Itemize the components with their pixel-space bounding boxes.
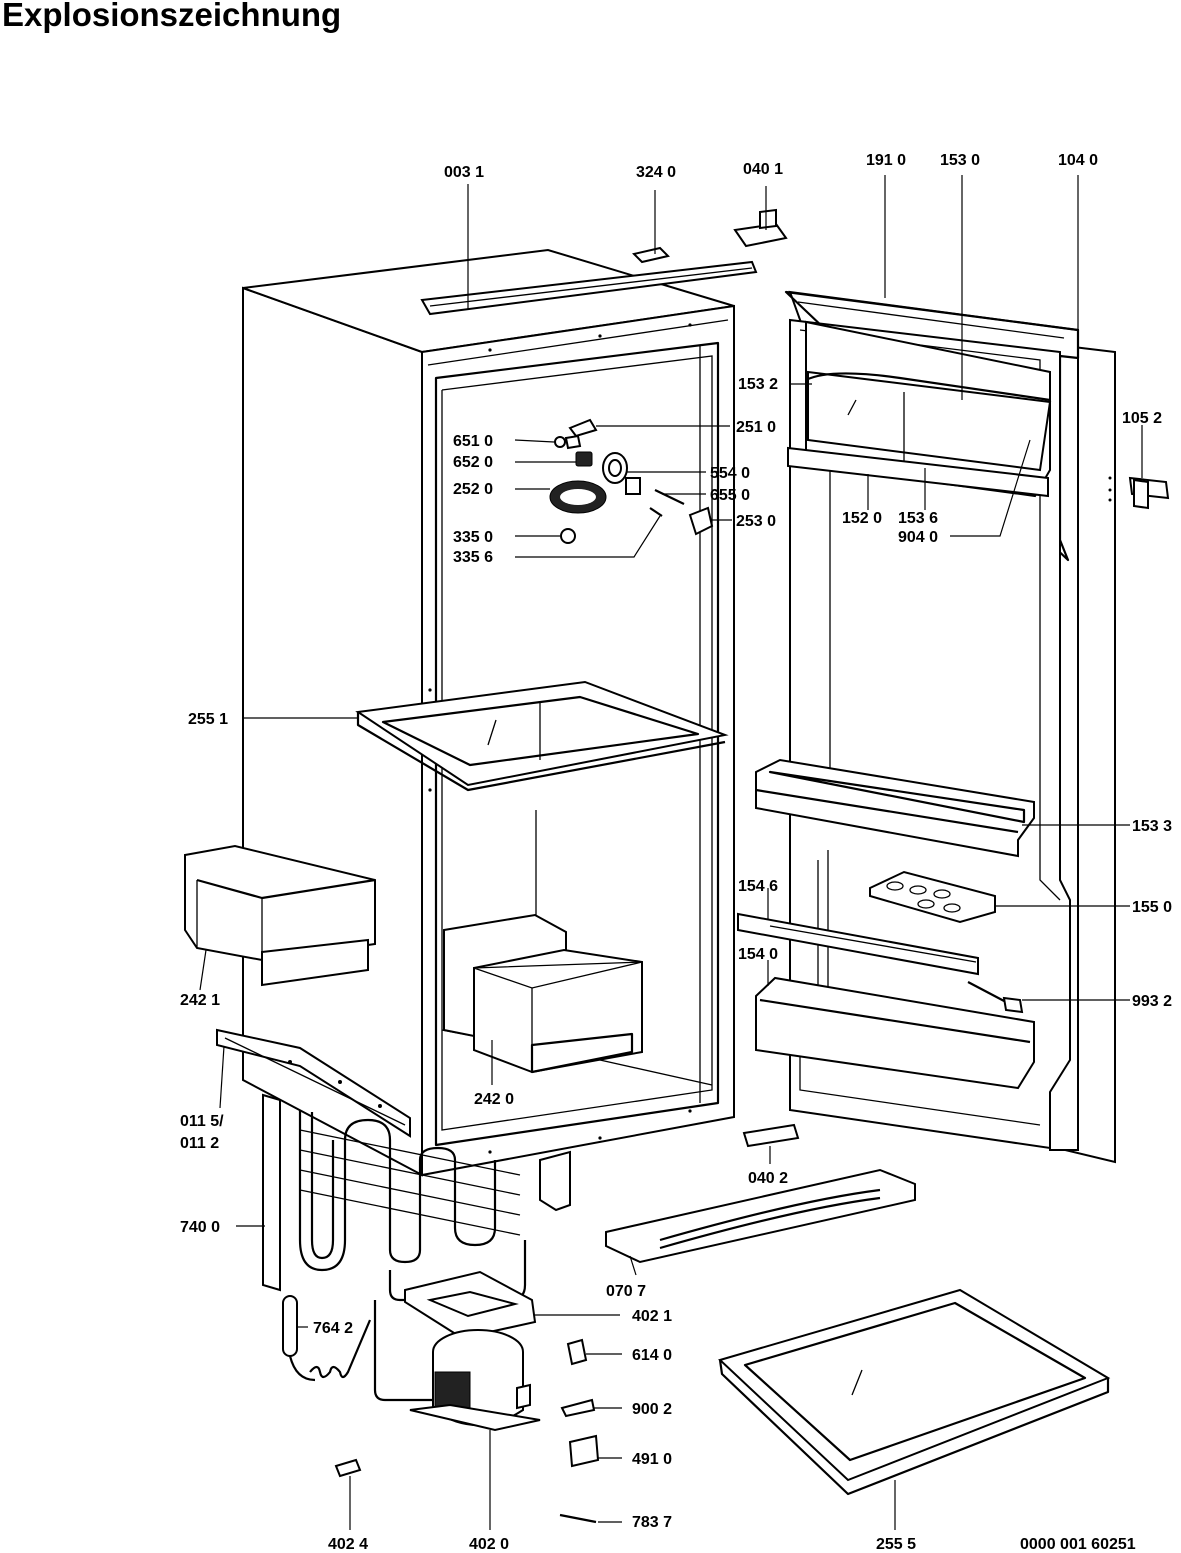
label-402-4: 402 4 bbox=[328, 1536, 368, 1553]
label-154-0: 154 0 bbox=[738, 946, 778, 963]
condenser-coil bbox=[262, 1093, 571, 1292]
label-655-0: 655 0 bbox=[710, 487, 750, 504]
label-764-2: 764 2 bbox=[313, 1320, 353, 1337]
label-011-2: 011 2 bbox=[180, 1135, 219, 1152]
label-900-2: 900 2 bbox=[632, 1401, 672, 1418]
glass-shelf-lower bbox=[718, 1288, 1111, 1496]
overload-part bbox=[560, 1398, 596, 1418]
part-labels: 003 1 324 0 040 1 191 0 153 0 104 0 153 … bbox=[180, 152, 1172, 1553]
label-554-0: 554 0 bbox=[710, 465, 750, 482]
label-104-0: 104 0 bbox=[1058, 152, 1098, 169]
label-154-6: 154 6 bbox=[738, 878, 778, 895]
page-title: Explosionszeichnung bbox=[2, 0, 342, 33]
label-105-2: 105 2 bbox=[1122, 410, 1162, 427]
compressor-assembly bbox=[373, 1240, 541, 1432]
base-panel bbox=[216, 1028, 411, 1138]
label-491-0: 491 0 bbox=[632, 1451, 672, 1468]
label-155-0: 155 0 bbox=[1132, 899, 1172, 916]
clip-402-4 bbox=[334, 1458, 362, 1478]
label-040-2: 040 2 bbox=[748, 1170, 788, 1187]
label-253-0: 253 0 bbox=[736, 513, 776, 530]
egg-tray bbox=[869, 870, 996, 924]
drawing-number: 0000 001 60251 bbox=[1020, 1536, 1136, 1553]
clip-part bbox=[632, 246, 670, 264]
label-402-0: 402 0 bbox=[469, 1536, 509, 1553]
label-152-0: 152 0 bbox=[842, 510, 882, 527]
label-255-5: 255 5 bbox=[876, 1536, 916, 1553]
top-cover-rail bbox=[420, 260, 758, 316]
label-153-0: 153 0 bbox=[940, 152, 980, 169]
plinth-bar bbox=[605, 1168, 916, 1264]
hinge-pin bbox=[1108, 476, 1170, 510]
label-652-0: 652 0 bbox=[453, 454, 493, 471]
label-153-6: 153 6 bbox=[898, 510, 938, 527]
label-003-1: 003 1 bbox=[444, 164, 484, 181]
label-740-0: 740 0 bbox=[180, 1219, 220, 1236]
label-242-0: 242 0 bbox=[474, 1091, 514, 1108]
label-191-0: 191 0 bbox=[866, 152, 906, 169]
label-255-1: 255 1 bbox=[188, 711, 228, 728]
door-shelf-upper bbox=[755, 758, 1035, 858]
label-011-5: 011 5/ bbox=[180, 1113, 224, 1130]
relay-part bbox=[566, 1338, 588, 1366]
thermostat-assembly bbox=[549, 418, 714, 544]
label-904-0: 904 0 bbox=[898, 529, 938, 546]
wire-part bbox=[559, 1513, 597, 1524]
upper-hinge bbox=[733, 208, 788, 248]
label-783-7: 783 7 bbox=[632, 1514, 672, 1531]
butter-compartment bbox=[787, 320, 1052, 498]
vegetable-crisper bbox=[443, 913, 643, 1074]
label-335-6: 335 6 bbox=[453, 549, 493, 566]
label-614-0: 614 0 bbox=[632, 1347, 672, 1364]
label-335-0: 335 0 bbox=[453, 529, 493, 546]
door-shelf-lower bbox=[755, 976, 1035, 1090]
filter-drier bbox=[282, 1295, 372, 1382]
leader-lines bbox=[199, 175, 1143, 1530]
label-070-7: 070 7 bbox=[606, 1283, 646, 1300]
bottle-retainer bbox=[737, 912, 979, 976]
label-651-0: 651 0 bbox=[453, 433, 493, 450]
label-153-3: 153 3 bbox=[1132, 818, 1172, 835]
label-402-1: 402 1 bbox=[632, 1308, 672, 1325]
dairy-bin bbox=[184, 844, 376, 987]
label-324-0: 324 0 bbox=[636, 164, 676, 181]
label-251-0: 251 0 bbox=[736, 419, 776, 436]
label-153-2: 153 2 bbox=[738, 376, 778, 393]
label-242-1: 242 1 bbox=[180, 992, 220, 1009]
bottle-stop bbox=[967, 981, 1024, 1014]
label-040-1: 040 1 bbox=[743, 161, 783, 178]
label-252-0: 252 0 bbox=[453, 481, 493, 498]
lower-hinge bbox=[742, 1123, 800, 1148]
label-993-2: 993 2 bbox=[1132, 993, 1172, 1010]
cover-part bbox=[568, 1434, 600, 1468]
